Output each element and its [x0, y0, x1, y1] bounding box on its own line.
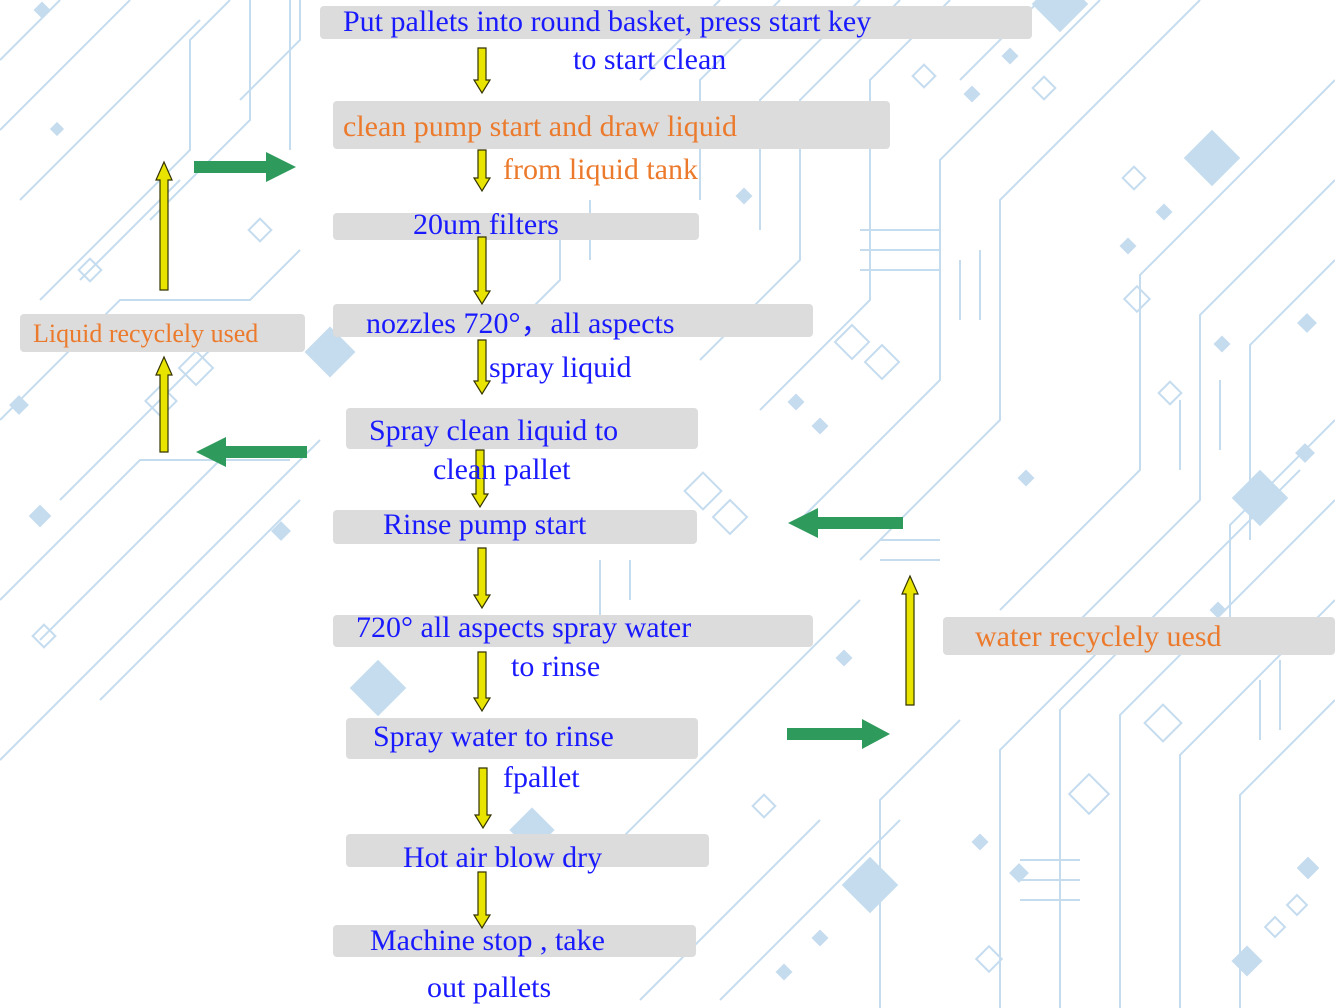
step-hot-air-box — [346, 834, 709, 867]
step-spray-clean-line2: clean pallet — [433, 453, 571, 486]
step-filters-line1: 20um filters — [413, 208, 559, 241]
step-put-pallets-line2: to start clean — [573, 43, 727, 76]
step-clean-pump-box — [333, 101, 890, 149]
step-put-pallets-line1: Put pallets into round basket, press sta… — [343, 5, 872, 38]
step-clean-pump-line1: clean pump start and draw liquid — [343, 110, 738, 143]
step-nozzles-line1: nozzles 720°，all aspects — [366, 307, 675, 340]
flow-arrow-down — [473, 767, 493, 830]
step-spray-water-720-line1: 720° all aspects spray water — [356, 611, 692, 644]
flow-arrow-down — [472, 47, 492, 95]
recycle-arrow-left — [196, 437, 307, 467]
step-clean-pump-line2: from liquid tank — [503, 153, 698, 186]
flow-arrow-down — [472, 871, 492, 930]
water-recycle-note: water recyclely uesd — [975, 620, 1222, 653]
recycle-arrow-up — [155, 160, 173, 291]
step-machine-stop-box — [333, 925, 696, 957]
step-spray-rinse-line1: Spray water to rinse — [373, 720, 614, 753]
step-filters-box — [333, 213, 699, 240]
flow-arrow-down — [472, 236, 492, 306]
step-hot-air-line1: Hot air blow dry — [403, 841, 603, 874]
step-spray-rinse-line2: fpallet — [503, 761, 580, 794]
liquid-recycle-note: Liquid recyclely used — [33, 319, 259, 348]
flow-arrow-down — [472, 339, 492, 396]
step-spray-water-720-line2: to rinse — [511, 650, 601, 683]
recycle-arrow-left — [788, 508, 903, 538]
water-recycle-box — [943, 617, 1335, 655]
step-nozzles-box — [333, 304, 813, 337]
step-spray-clean-box — [346, 408, 698, 449]
recycle-arrow-right — [787, 719, 890, 749]
step-rinse-pump-box — [333, 510, 697, 544]
liquid-recycle-box — [20, 314, 305, 352]
recycle-arrow-up — [155, 355, 173, 453]
flow-arrow-down — [472, 149, 492, 193]
flow-arrow-down — [470, 449, 490, 509]
flow-arrow-down — [472, 547, 492, 610]
step-machine-stop-line1: Machine stop , take — [370, 924, 605, 957]
recycle-arrow-right — [194, 152, 296, 182]
flow-arrow-down — [472, 651, 492, 713]
step-nozzles-line2: spray liquid — [489, 351, 632, 384]
step-spray-clean-line1: Spray clean liquid to — [369, 414, 619, 447]
step-rinse-pump-line1: Rinse pump start — [383, 508, 587, 541]
step-spray-water-720-box — [333, 615, 813, 647]
recycle-arrow-up — [901, 574, 919, 706]
step-machine-stop-line2: out pallets — [427, 971, 552, 1004]
step-put-pallets-box — [320, 6, 1032, 39]
step-spray-rinse-box — [346, 718, 698, 759]
